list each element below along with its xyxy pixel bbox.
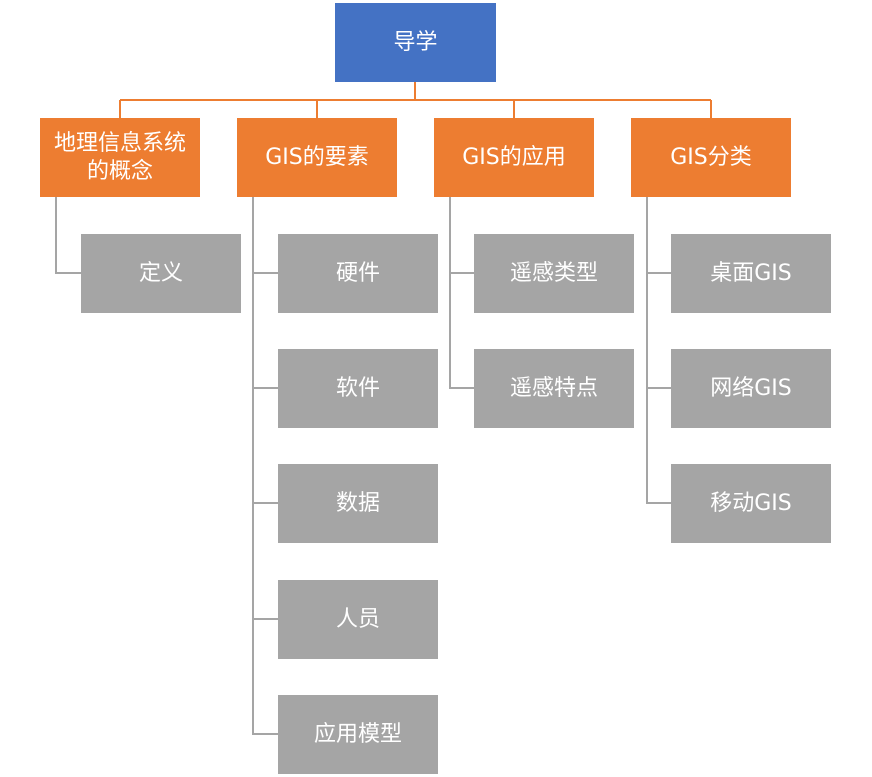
- leaf-label: 人员: [335, 606, 380, 632]
- leaf-label: 定义: [138, 260, 183, 286]
- category-node-applications[interactable]: GIS的应用: [434, 118, 594, 197]
- leaf-node[interactable]: 定义: [81, 234, 241, 313]
- category-node-concept[interactable]: 地理信息系统的概念: [40, 118, 200, 197]
- leaf-node[interactable]: 桌面GIS: [671, 234, 831, 313]
- leaf-label: 应用模型: [313, 721, 402, 747]
- leaf-label: 遥感特点: [509, 375, 598, 401]
- leaf-label: 桌面GIS: [710, 260, 792, 286]
- leaf-label: 硬件: [335, 260, 380, 286]
- leaf-node[interactable]: 遥感特点: [474, 349, 634, 428]
- category-label: 地理信息系统的概念: [53, 131, 186, 184]
- root-node-label: 导学: [393, 29, 438, 55]
- leaf-label: 遥感类型: [509, 260, 598, 286]
- leaf-node[interactable]: 硬件: [278, 234, 438, 313]
- leaf-label: 网络GIS: [710, 375, 792, 401]
- leaf-label: 软件: [335, 375, 380, 401]
- category-label: GIS分类: [670, 144, 752, 170]
- leaf-node[interactable]: 遥感类型: [474, 234, 634, 313]
- leaf-node[interactable]: 应用模型: [278, 695, 438, 774]
- leaf-node[interactable]: 网络GIS: [671, 349, 831, 428]
- leaf-connector-col0: [55, 197, 81, 274]
- category-label: GIS的应用: [462, 144, 566, 170]
- category-node-elements[interactable]: GIS的要素: [237, 118, 397, 197]
- root-node[interactable]: 导学: [335, 3, 496, 82]
- category-node-classification[interactable]: GIS分类: [631, 118, 791, 197]
- leaf-node[interactable]: 人员: [278, 580, 438, 659]
- leaf-label: 移动GIS: [710, 490, 792, 516]
- category-label: GIS的要素: [265, 144, 369, 170]
- leaf-node[interactable]: 软件: [278, 349, 438, 428]
- leaf-node[interactable]: 数据: [278, 464, 438, 543]
- leaf-label: 数据: [335, 490, 380, 516]
- leaf-node[interactable]: 移动GIS: [671, 464, 831, 543]
